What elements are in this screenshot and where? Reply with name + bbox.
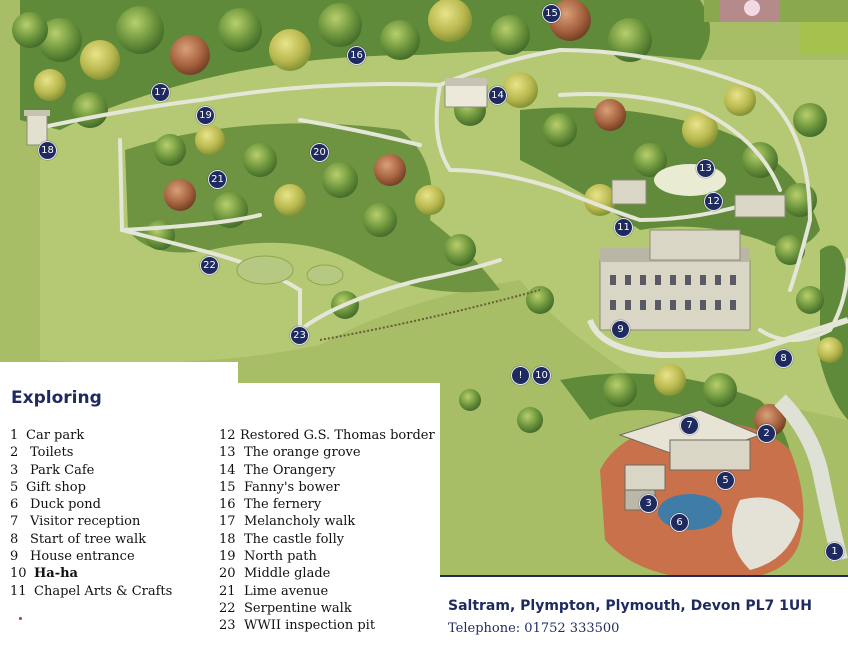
address-panel — [440, 575, 848, 656]
marker-7[interactable]: 7 — [680, 416, 699, 435]
marker-6[interactable]: 6 — [670, 513, 689, 532]
marker-18[interactable]: 18 — [38, 141, 57, 160]
marker-8[interactable]: 8 — [774, 349, 793, 368]
marker-19[interactable]: 19 — [196, 106, 215, 125]
pond-west — [236, 255, 294, 285]
telephone-text: Telephone: 01752 333500 — [448, 621, 620, 636]
marker-3[interactable]: 3 — [639, 494, 658, 513]
marker-16[interactable]: 16 — [347, 46, 366, 65]
house-drive — [587, 317, 848, 359]
marker-21[interactable]: 21 — [208, 170, 227, 189]
marker-22[interactable]: 22 — [200, 256, 219, 275]
decorative-dot — [19, 617, 22, 620]
marker-15[interactable]: 15 — [542, 4, 561, 23]
castle-folly — [24, 110, 50, 146]
marker-13[interactable]: 13 — [696, 159, 715, 178]
orangery — [444, 78, 488, 108]
saltram-house — [599, 229, 751, 331]
woodland-right — [820, 245, 848, 420]
marker-2[interactable]: 2 — [757, 424, 776, 443]
legend-panel — [0, 383, 440, 656]
marker-9[interactable]: 9 — [611, 320, 630, 339]
woodland-middle — [125, 123, 500, 293]
marker-11[interactable]: 11 — [614, 218, 633, 237]
marker-info[interactable]: ! — [511, 366, 530, 385]
stables — [734, 194, 786, 218]
marker-23[interactable]: 23 — [290, 326, 309, 345]
pond-east — [306, 264, 344, 286]
car-park-road — [774, 394, 848, 562]
address-text: Saltram, Plympton, Plymouth, Devon PL7 1… — [448, 598, 812, 614]
ha-ha-line — [319, 289, 541, 341]
marker-1[interactable]: 1 — [825, 542, 844, 561]
legend-title: Exploring — [11, 388, 102, 408]
marker-17[interactable]: 17 — [151, 83, 170, 102]
courtyard-lawn — [732, 497, 800, 570]
marker-14[interactable]: 14 — [488, 86, 507, 105]
marker-10[interactable]: 10 — [532, 366, 551, 385]
marker-5[interactable]: 5 — [716, 471, 735, 490]
duck-pond — [658, 494, 722, 530]
chapel — [611, 179, 647, 205]
marker-20[interactable]: 20 — [310, 143, 329, 162]
marker-12[interactable]: 12 — [704, 192, 723, 211]
woodland-north — [20, 0, 710, 130]
legend-panel-top — [0, 362, 238, 384]
tree-clusters — [12, 0, 843, 436]
